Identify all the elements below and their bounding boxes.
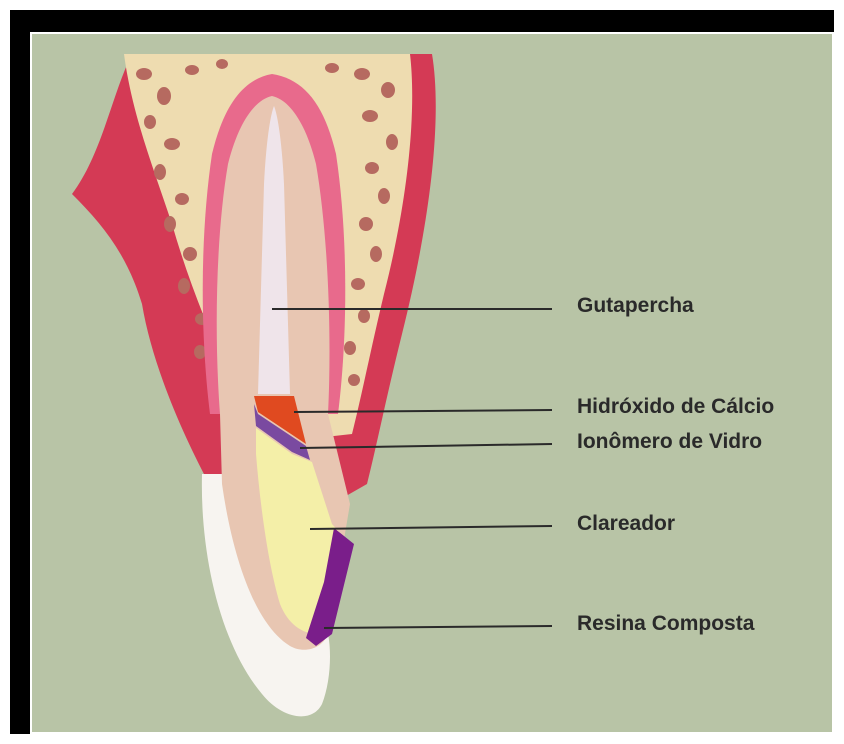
- leader-clareador: [310, 526, 552, 529]
- label-clareador: Clareador: [577, 512, 675, 536]
- label-resina: Resina Composta: [577, 612, 754, 636]
- diagram-panel: Gutapercha Hidróxido de Cálcio Ionômero …: [30, 32, 834, 734]
- label-ionomero: Ionômero de Vidro: [577, 430, 762, 454]
- label-gutapercha: Gutapercha: [577, 294, 694, 318]
- label-hidroxido: Hidróxido de Cálcio: [577, 395, 774, 419]
- leader-resina: [324, 626, 552, 628]
